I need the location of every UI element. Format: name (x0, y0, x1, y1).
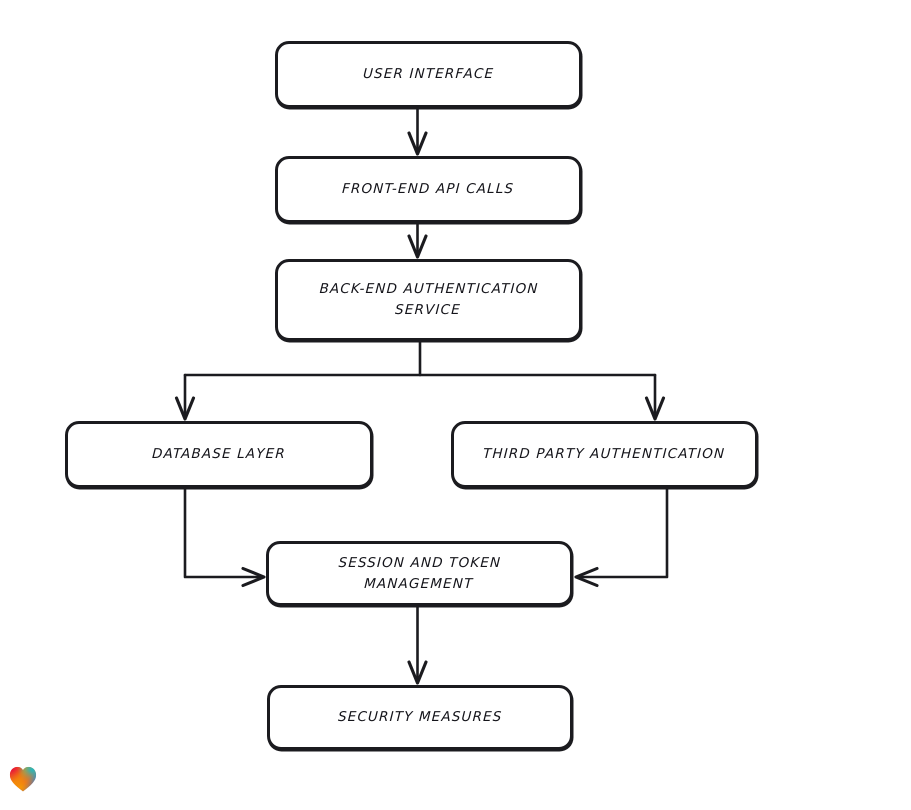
edge-database-to-session (183, 486, 266, 588)
node-session-and-token-management[interactable]: Session and Token Management (266, 541, 573, 606)
edge-session-to-security (407, 604, 428, 685)
node-label: Security Measures (337, 709, 503, 726)
edge-ui-to-api (407, 106, 428, 156)
edge-api-to-backend (407, 221, 428, 259)
edge-thirdparty-to-session (574, 486, 669, 588)
edge-backend-split-bus (183, 339, 657, 377)
node-front-end-api-calls[interactable]: Front-End API Calls (275, 156, 582, 223)
node-label: Database Layer (151, 446, 287, 463)
node-third-party-authentication[interactable]: Third Party Authentication (451, 421, 758, 488)
node-user-interface[interactable]: User Interface (275, 41, 582, 108)
node-label: User Interface (362, 66, 495, 83)
node-security-measures[interactable]: Security Measures (267, 685, 573, 750)
node-label: Third Party Authentication (482, 446, 727, 463)
node-label: Back-End Authentication Service (319, 281, 540, 318)
node-label: Front-End API Calls (342, 181, 516, 198)
node-back-end-authentication-service[interactable]: Back-End Authentication Service (275, 259, 582, 341)
node-label: Session and Token Management (338, 554, 502, 592)
node-database-layer[interactable]: Database Layer (65, 421, 373, 488)
heart-icon (9, 766, 37, 792)
edge-backend-to-thirdparty (644, 373, 666, 421)
edge-backend-to-database (174, 373, 196, 421)
